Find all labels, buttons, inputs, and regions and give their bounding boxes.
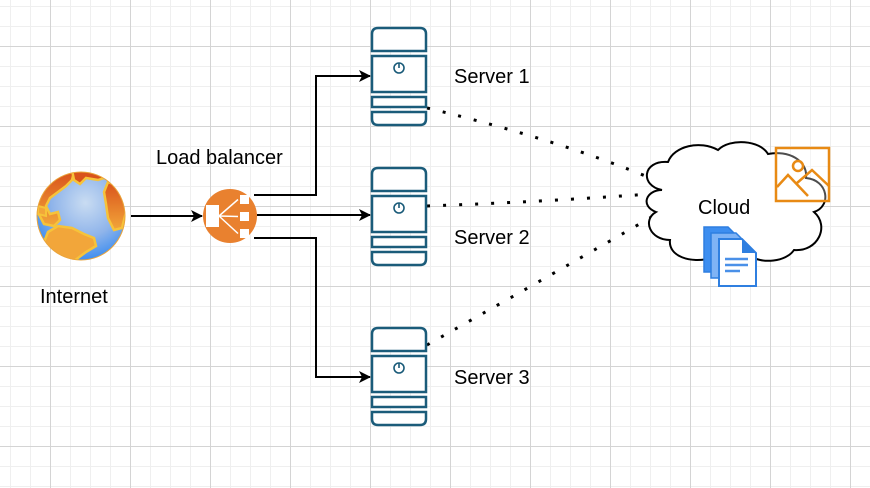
server-1-label: Server 1 bbox=[454, 66, 530, 88]
globe-icon[interactable] bbox=[34, 170, 126, 264]
server-main-panel bbox=[370, 354, 428, 394]
cloud-label: Cloud bbox=[698, 197, 751, 219]
cloud-icon[interactable] bbox=[645, 141, 827, 264]
edge-lb-to-server1 bbox=[254, 70, 371, 196]
edge-server1-to-cloud bbox=[426, 106, 656, 182]
internet-label: Internet bbox=[40, 286, 108, 308]
server-2-icon[interactable] bbox=[370, 166, 428, 267]
server-top-bay bbox=[370, 326, 428, 353]
server-top-bay bbox=[370, 26, 428, 53]
server-bottom-bay bbox=[370, 410, 428, 427]
server-main-panel bbox=[370, 194, 428, 234]
edge-lb-to-server3 bbox=[254, 237, 371, 383]
server-drive-bay bbox=[370, 395, 428, 409]
load-balancer-label: Load balancer bbox=[156, 147, 283, 169]
server-top-bay bbox=[370, 166, 428, 193]
server-bottom-bay bbox=[370, 110, 428, 127]
server-3-label: Server 3 bbox=[454, 367, 530, 389]
image-icon[interactable] bbox=[774, 146, 831, 203]
server-3-icon[interactable] bbox=[370, 326, 428, 427]
server-2-label: Server 2 bbox=[454, 227, 530, 249]
server-drive-bay bbox=[370, 235, 428, 249]
load-balancer-icon[interactable] bbox=[203, 189, 257, 243]
documents-icon[interactable] bbox=[703, 226, 757, 287]
server-drive-bay bbox=[370, 95, 428, 109]
server-main-panel bbox=[370, 54, 428, 94]
edge-server2-to-cloud bbox=[426, 192, 651, 208]
server-1-icon[interactable] bbox=[370, 26, 428, 127]
server-bottom-bay bbox=[370, 250, 428, 267]
